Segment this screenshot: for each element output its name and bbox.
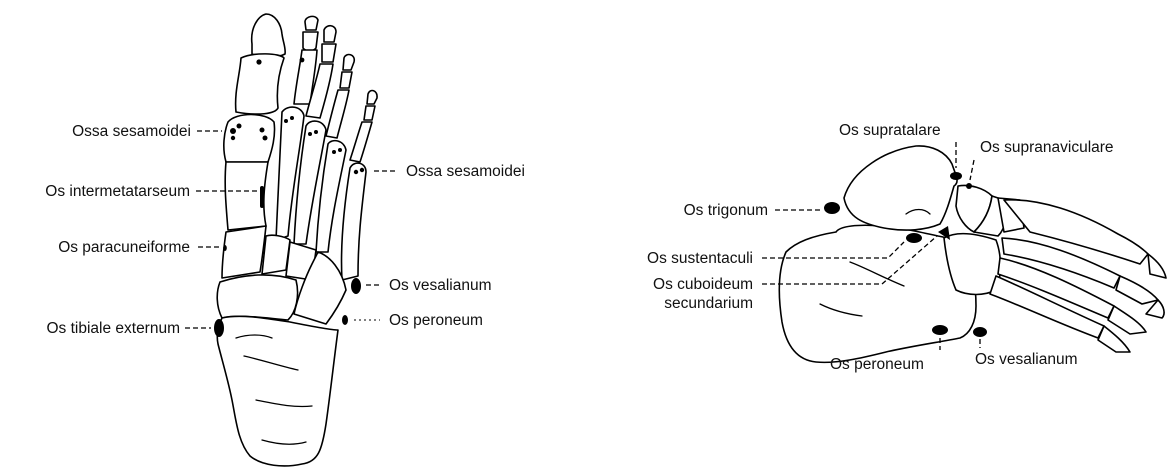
os-vesalianum-lateral-ossicle xyxy=(973,327,987,337)
label-os-supratalare: Os supratalare xyxy=(839,122,941,139)
os-paracuneiforme-ossicle xyxy=(223,245,227,251)
label-os-supranaviculare: Os supranaviculare xyxy=(980,139,1114,156)
dorsal-foot-view: Ossa sesamoidei Os intermetatarseum Os p… xyxy=(45,14,525,466)
label-ossa-sesamoidei-left: Ossa sesamoidei xyxy=(72,123,191,140)
hallux-distal-phalanx xyxy=(252,14,286,57)
talus xyxy=(844,146,957,230)
label-os-peroneum-dorsal: Os peroneum xyxy=(389,312,483,329)
os-peroneum-ossicle xyxy=(342,315,348,325)
label-os-intermetatarseum: Os intermetatarseum xyxy=(45,183,190,200)
os-peroneum-lateral-ossicle xyxy=(932,325,948,335)
label-os-vesalianum-dorsal: Os vesalianum xyxy=(389,277,492,294)
os-sustentaculi-ossicle xyxy=(906,233,922,243)
navicular xyxy=(217,275,297,320)
lateral-foot-view: Os supratalare Os supranaviculare Os tri… xyxy=(647,122,1166,373)
label-os-paracuneiforme: Os paracuneiforme xyxy=(58,239,190,256)
fifth-metatarsal xyxy=(341,163,366,280)
label-os-cuboideum-line1: Os cuboideum xyxy=(653,276,753,293)
label-os-vesalianum-lateral: Os vesalianum xyxy=(975,351,1078,368)
os-supratalare-ossicle xyxy=(950,172,962,180)
label-os-trigonum: Os trigonum xyxy=(684,202,768,219)
label-os-cuboideum-line2: secundarium xyxy=(664,295,753,312)
os-tibiale-externum-ossicle xyxy=(214,319,224,337)
intermediate-cuneiform xyxy=(262,235,290,274)
label-ossa-sesamoidei-right: Ossa sesamoidei xyxy=(406,163,525,180)
os-vesalianum-ossicle xyxy=(351,278,361,294)
label-os-peroneum-lateral: Os peroneum xyxy=(830,356,924,373)
medial-cuneiform xyxy=(222,226,266,278)
label-os-tibiale-externum: Os tibiale externum xyxy=(46,320,180,337)
os-trigonum-ossicle xyxy=(824,202,840,214)
os-intermetatarseum-ossicle xyxy=(260,186,264,208)
label-os-sustentaculi: Os sustentaculi xyxy=(647,250,753,267)
os-supranaviculare-ossicle xyxy=(966,183,972,189)
